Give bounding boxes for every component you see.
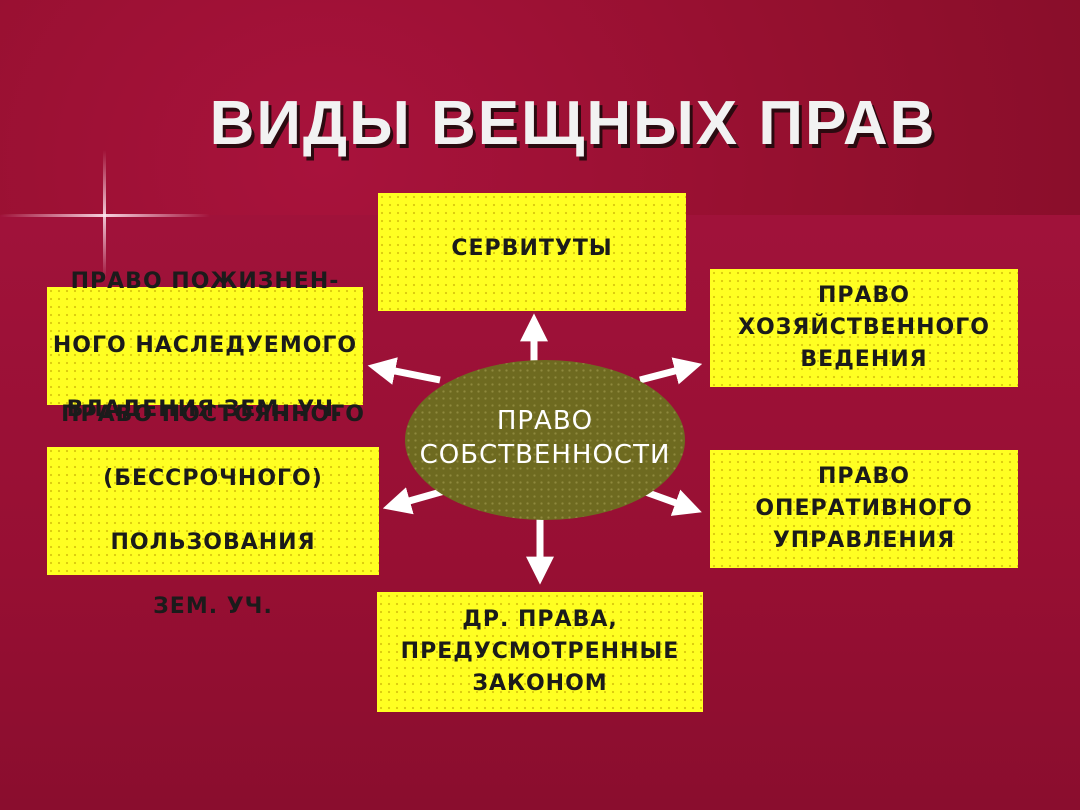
arrow-upper-left <box>367 357 441 385</box>
box-other-rights: ДР. ПРАВА, ПРЕДУСМОТРЕННЫЕ ЗАКОНОМ <box>377 592 703 712</box>
box-servitudes: СЕРВИТУТЫ <box>378 193 686 311</box>
box-line: ПОЛЬЗОВАНИЯ <box>110 530 316 555</box>
box-lifetime-possession: ПРАВО ПОЖИЗНЕН- НОГО НАСЛЕДУЕМОГО ВЛАДЕН… <box>47 269 363 422</box>
box-operational-management: ПРАВО ОПЕРАТИВНОГО УПРАВЛЕНИЯ <box>710 450 1018 568</box>
box-permanent-use: ПРАВО ПОСТОЯННОГО (БЕССРОЧНОГО) ПОЛЬЗОВА… <box>47 402 379 619</box>
arrow-upper-right <box>639 357 703 385</box>
center-label: ПРАВО СОБСТВЕННОСТИ <box>419 406 671 470</box>
box-economic-management: ПРАВО ХОЗЯЙСТВЕННОГО ВЕДЕНИЯ <box>710 269 1018 387</box>
slide-title: ВИДЫ ВЕЩНЫХ ПРАВ <box>209 89 937 158</box>
sparkle-decoration-vertical <box>103 150 106 280</box>
box-line: ПРАВО ПОЖИЗНЕН- <box>70 269 340 294</box>
box-line: ВЛАДЕНИЯ ЗЕМ. УЧ. <box>66 397 344 422</box>
center-ellipse <box>405 360 685 520</box>
box-line: ПРАВО ПОСТОЯННОГО <box>61 402 365 427</box>
box-line: ЗЕМ. УЧ. <box>153 594 273 619</box>
box-line: (БЕССРОЧНОГО) <box>103 466 323 491</box>
box-line: НОГО НАСЛЕДУЕМОГО <box>52 333 358 358</box>
